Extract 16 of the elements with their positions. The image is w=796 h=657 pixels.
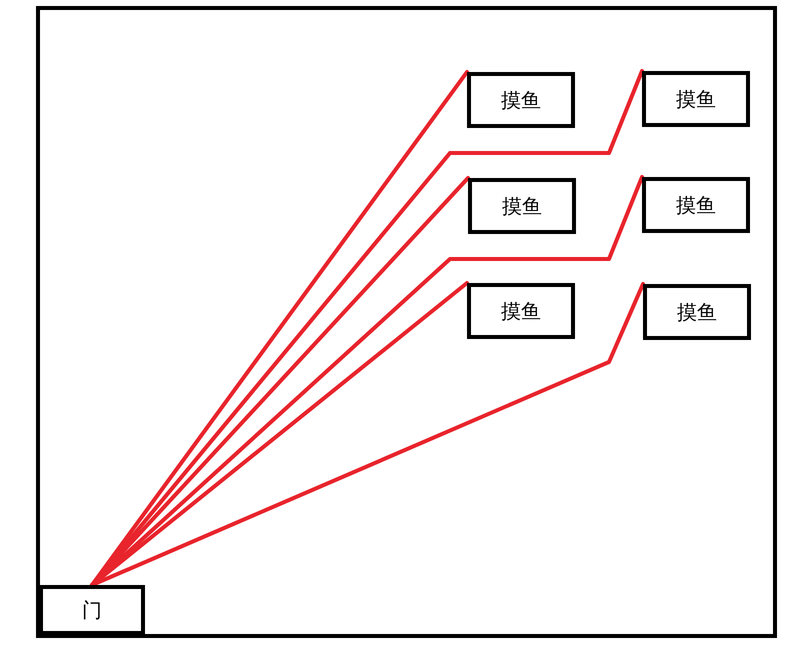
- desk-box: [643, 284, 751, 340]
- box-label: 摸鱼: [676, 192, 716, 218]
- box-label: 摸鱼: [502, 192, 542, 220]
- box-label: 摸鱼: [676, 86, 716, 112]
- desk-box: [642, 177, 750, 233]
- door-box: [39, 585, 145, 635]
- box-label: 门: [82, 596, 102, 624]
- box-label: 摸鱼: [501, 86, 541, 114]
- desk-box: [642, 71, 750, 127]
- room-outline: [36, 6, 777, 638]
- box-label: 摸鱼: [501, 298, 541, 324]
- box-label: 摸鱼: [677, 298, 717, 326]
- desk-box: [467, 283, 575, 339]
- connector-line: [90, 282, 645, 587]
- desk-box: [467, 72, 575, 128]
- desk-box: [468, 178, 576, 234]
